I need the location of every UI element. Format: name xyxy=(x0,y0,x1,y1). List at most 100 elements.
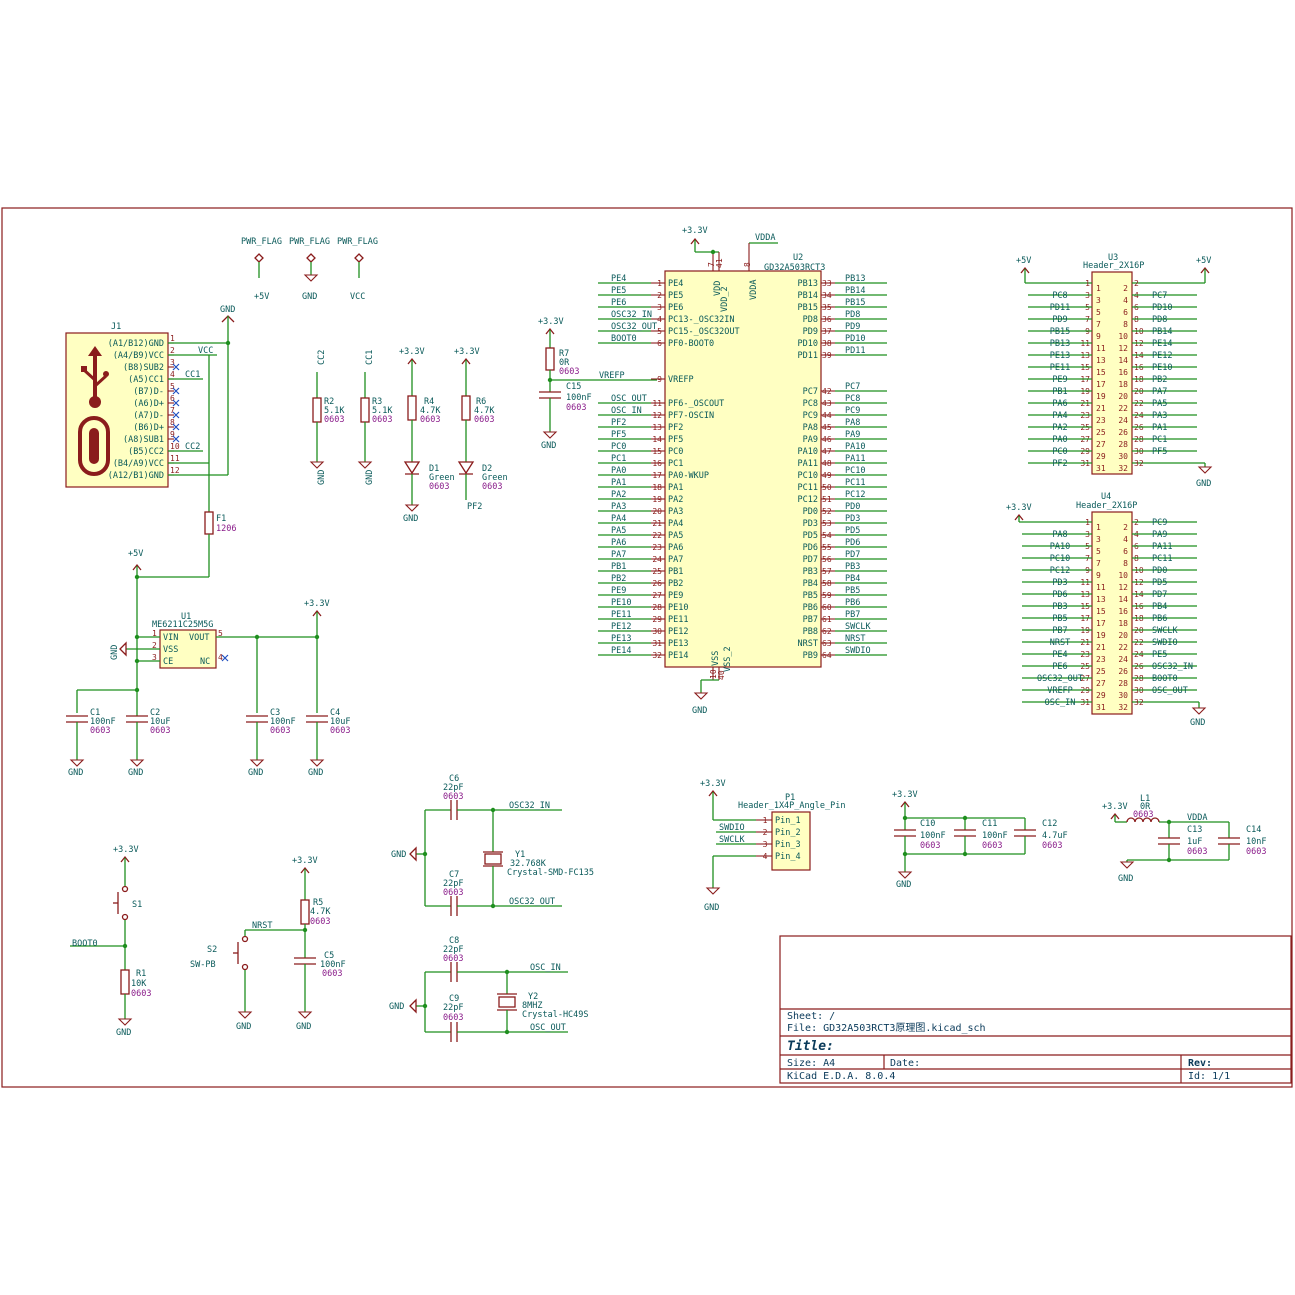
capacitor-c1[interactable]: C1 100nF 0603 GND xyxy=(66,708,116,778)
fuse-f1[interactable]: F1 1206 xyxy=(137,511,236,578)
svg-text:C12: C12 xyxy=(1042,819,1057,829)
svg-text:5.1K: 5.1K xyxy=(372,406,393,416)
header-pin-number-inner: 29 xyxy=(1096,691,1106,700)
u2-pin-name: PF5 xyxy=(668,435,683,445)
u2-net-label: SWDIO xyxy=(845,646,871,656)
u2-pin-name: PB15 xyxy=(798,303,818,313)
vref-network[interactable]: +3.3V R7 0R 0603 VREFP GND C15 100nF 060… xyxy=(538,317,657,451)
boot-circuit[interactable]: +3.3V S1 BOOT0 R1 10K 0603 GND xyxy=(70,845,151,1038)
u2-pin-number: 21 xyxy=(652,519,662,528)
u2-pin-number: 60 xyxy=(822,603,832,612)
u2-pin-number: 1 xyxy=(657,279,662,288)
svg-text:0R: 0R xyxy=(1140,802,1151,812)
power-flag-gnd[interactable]: PWR_FLAG GND xyxy=(289,237,330,302)
u2-pin-name: PC7 xyxy=(803,387,818,397)
u2-pin-number: 42 xyxy=(822,387,832,396)
svg-text:R3: R3 xyxy=(372,397,382,407)
u2-pin-number: 38 xyxy=(822,339,832,348)
svg-text:P1: P1 xyxy=(785,793,795,803)
power-flag-5v[interactable]: PWR_FLAG +5V xyxy=(241,237,282,302)
power-flag-vcc[interactable]: PWR_FLAG VCC xyxy=(337,237,378,302)
u2-net-label: PA2 xyxy=(611,490,626,500)
svg-text:GD32A503RCT3: GD32A503RCT3 xyxy=(764,263,825,273)
header-net-label: PA1 xyxy=(1152,423,1167,433)
u2-pin-number: 36 xyxy=(822,315,832,324)
reset-circuit[interactable]: S2 SW-PB NRST GND +3.3V R5 4.7K 0603 C5 … xyxy=(190,856,346,1032)
svg-text:22pF: 22pF xyxy=(443,945,463,955)
resistor-r2[interactable]: CC2 GND R2 5.1K 0603 xyxy=(310,350,345,485)
svg-text:C3: C3 xyxy=(270,708,280,718)
svg-text:GND: GND xyxy=(110,645,120,660)
u2-pin-name: PC1 xyxy=(668,459,683,469)
mcu-u2[interactable]: U2 GD32A503RCT3 +3.3V 7 41 VDD VDD_2 VDD… xyxy=(598,226,887,716)
svg-text:41: 41 xyxy=(715,258,724,268)
header-pin-number-inner: 22 xyxy=(1118,643,1128,652)
svg-text:GND: GND xyxy=(389,1002,404,1012)
header-net-label: PB7 xyxy=(1052,626,1067,636)
led-d2-with-r6[interactable]: +3.3V PF2 R6 4.7K 0603 D2 Green 0603 xyxy=(454,347,508,512)
capacitor-c2[interactable]: C2 10uF 0603 GND xyxy=(126,690,170,778)
svg-text:Header_2X16P: Header_2X16P xyxy=(1076,501,1137,511)
u2-net-label: PC1 xyxy=(611,454,626,464)
header-pin-number-inner: 31 xyxy=(1096,464,1106,473)
power-capacitors: C1 100nF 0603 GND C2 10uF 0603 GND C3 10… xyxy=(66,690,350,778)
capacitor-c3[interactable]: C3 100nF 0603 GND xyxy=(246,708,296,778)
u2-net-label: PA10 xyxy=(845,442,865,452)
svg-text:22pF: 22pF xyxy=(443,783,463,793)
svg-text:2: 2 xyxy=(152,641,157,650)
u2-net-label: PF2 xyxy=(611,418,626,428)
svg-text:CC1: CC1 xyxy=(185,370,200,380)
svg-text:100nF: 100nF xyxy=(920,831,946,841)
crystal-8mhz-circuit[interactable]: C8 22pF 0603 OSC_IN Y2 8MHZ Crystal-HC49… xyxy=(389,936,589,1042)
j1-pin-name: (A5)CC1 xyxy=(128,375,164,385)
usb-c-connector-j1[interactable]: J1 1(A1/B12)GND2(A4/B9)VCC3(B8)SUB24(A5)… xyxy=(65,322,180,488)
j1-pin-name: (A6)D+ xyxy=(133,399,164,409)
power-flag-diamond-icon xyxy=(354,253,364,263)
svg-text:PWR_FLAG: PWR_FLAG xyxy=(289,237,330,247)
svg-text:0603: 0603 xyxy=(322,969,342,979)
decoupling-capacitors[interactable]: +3.3V GND C10 100nF 0603 C11 100nF 0603 … xyxy=(892,790,1068,890)
header-net-label: PB6 xyxy=(1152,614,1167,624)
capacitor-c4[interactable]: C4 10uF 0603 GND xyxy=(306,708,350,778)
svg-text:10K: 10K xyxy=(131,979,147,989)
svg-text:U4: U4 xyxy=(1101,492,1111,502)
u2-pin-number: 2 xyxy=(657,291,662,300)
svg-text:Crystal-HC49S: Crystal-HC49S xyxy=(522,1010,589,1020)
p1-pin-name: Pin_1 xyxy=(775,816,801,826)
header-net-label: PA10 xyxy=(1050,542,1070,552)
u2-net-label: PB2 xyxy=(611,574,626,584)
svg-text:GND: GND xyxy=(1196,479,1211,489)
svg-text:0603: 0603 xyxy=(131,989,151,999)
header-net-label: PE4 xyxy=(1052,650,1067,660)
crystal-32k-circuit[interactable]: C6 22pF 0603 OSC32_IN Y1 32.768K Crystal… xyxy=(391,774,594,916)
svg-text:0603: 0603 xyxy=(474,415,494,425)
svg-text:0603: 0603 xyxy=(920,841,940,851)
header-pin-number: 32 xyxy=(1134,459,1144,468)
svg-text:0603: 0603 xyxy=(324,415,344,425)
u2-pin-number: 12 xyxy=(652,411,662,420)
svg-text:3: 3 xyxy=(152,653,157,662)
svg-text:100nF: 100nF xyxy=(320,960,346,970)
header-net-label: PA2 xyxy=(1052,423,1067,433)
u2-pin-number: 20 xyxy=(652,507,662,516)
resistor-r3[interactable]: CC1 GND R3 5.1K 0603 xyxy=(358,350,393,485)
u2-net-label: PB14 xyxy=(845,286,865,296)
u2-pin-name: PD8 xyxy=(803,315,818,325)
header-net-label: OSC_IN xyxy=(1045,698,1076,708)
j1-pin-number: 4 xyxy=(170,370,175,379)
u2-pin-number: 59 xyxy=(822,591,832,600)
vdda-filter[interactable]: +3.3V L1 0R 0603 VDDA GND C13 1uF 0603 C… xyxy=(1102,794,1266,884)
led-d1-with-r4[interactable]: +3.3V GND R4 4.7K 0603 D1 Green 0603 xyxy=(399,347,455,524)
header-net-label: PF2 xyxy=(1052,459,1067,469)
svg-text:SW-PB: SW-PB xyxy=(190,960,216,970)
u2-pin-name: PF0-BOOT0 xyxy=(668,339,714,349)
u2-net-label: OSC_OUT xyxy=(611,394,647,404)
u2-net-label: PD6 xyxy=(845,538,860,548)
ldo-regulator-u1[interactable]: +5V U1 ME6211C25M5G VIN VSS CE VOUT NC 1… xyxy=(76,549,330,713)
u2-body xyxy=(664,270,822,668)
u2-net-label: PD5 xyxy=(845,526,860,536)
svg-text:C15: C15 xyxy=(566,382,581,392)
